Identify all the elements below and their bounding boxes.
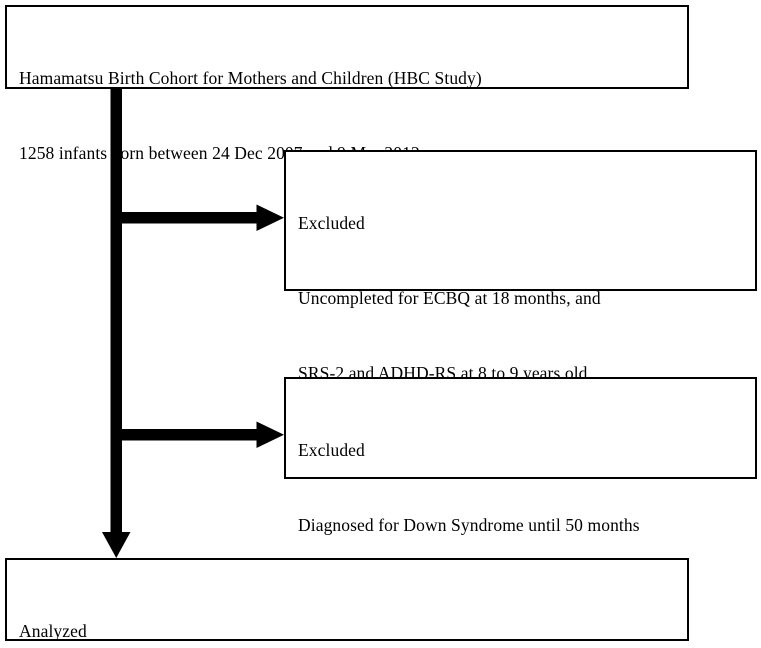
node-cohort-title-bold: Hamamatsu Birth Cohort for Mothers and C… xyxy=(19,68,384,88)
trunk-arrowhead-down-icon xyxy=(102,532,131,558)
node-analyzed-box: Analyzed 814 infants (64.7%) xyxy=(5,558,689,641)
node-excluded-1-box: Excluded Uncompleted for ECBQ at 18 mont… xyxy=(284,150,757,458)
node-analyzed-text: Analyzed 814 infants (64.7%) xyxy=(19,569,681,648)
node-excluded-2-line2: Diagnosed for Down Syndrome until 50 mon… xyxy=(298,515,640,535)
branch-2-arrowhead-right-icon xyxy=(256,421,284,448)
node-cohort-text: Hamamatsu Birth Cohort for Mothers and C… xyxy=(19,16,681,216)
node-excluded-1-line1: Excluded xyxy=(298,213,365,233)
node-excluded-1-line2: Uncompleted for ECBQ at 18 months, and xyxy=(298,288,601,308)
node-cohort-box: Hamamatsu Birth Cohort for Mothers and C… xyxy=(5,5,689,163)
node-analyzed-line1: Analyzed xyxy=(19,621,87,641)
node-excluded-2-box: Excluded Diagnosed for Down Syndrome unt… xyxy=(284,377,757,610)
node-cohort-title-rest: (HBC Study) xyxy=(383,68,482,88)
branch-2-line xyxy=(110,429,257,441)
node-cohort-title-line: Hamamatsu Birth Cohort for Mothers and C… xyxy=(19,66,681,91)
node-excluded-2-line1: Excluded xyxy=(298,440,365,460)
